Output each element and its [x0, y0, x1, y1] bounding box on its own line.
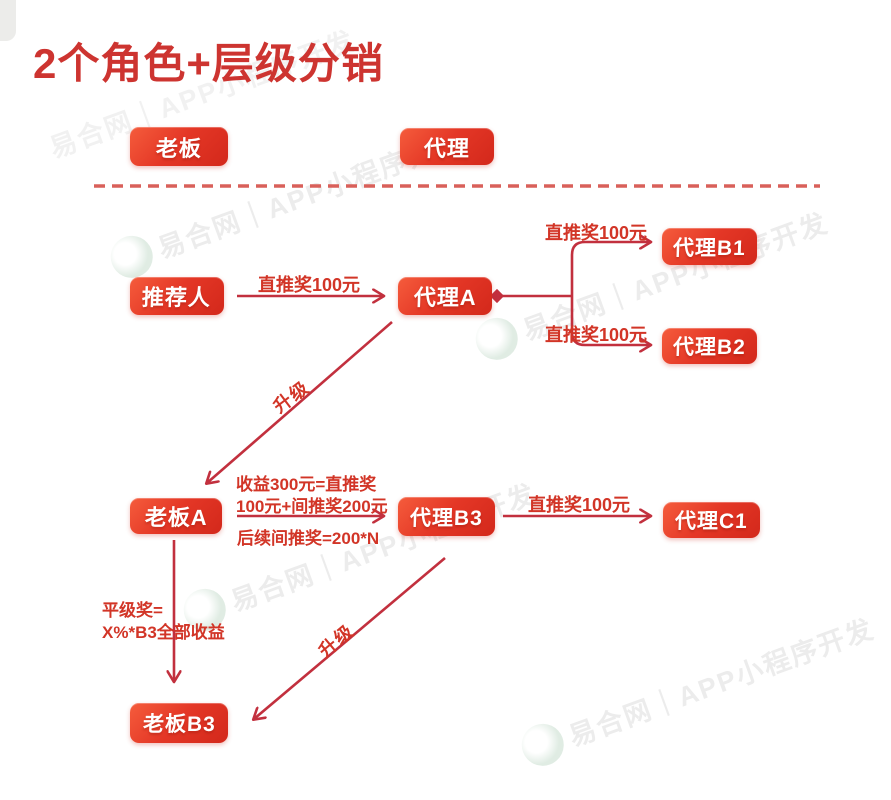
node-agent-b3: 代理B3 — [398, 497, 495, 536]
node-agent-c1: 代理C1 — [663, 502, 760, 538]
corner-artifact — [0, 0, 16, 41]
edge-label-direct-reward: 直推奖100元 — [528, 495, 631, 515]
node-label: 推荐人 — [141, 285, 212, 310]
edge-agent-b3-upgrade-to-boss-b3 — [254, 557, 446, 719]
node-label: 代理B1 — [672, 236, 747, 260]
legend-agent-label: 代理 — [423, 135, 471, 161]
legend-boss-label: 老板 — [155, 135, 203, 161]
node-label: 代理C1 — [674, 510, 749, 533]
node-agent-b2: 代理B2 — [662, 328, 757, 364]
edge-label-peer-reward-line1: 平级奖= — [102, 601, 163, 620]
node-boss-a: 老板A — [130, 498, 222, 534]
edge-label-peer-reward-line2: X%*B3全部收益 — [102, 623, 225, 642]
edge-label-direct-reward: 直推奖100元 — [545, 325, 648, 345]
node-referrer: 推荐人 — [130, 277, 224, 315]
legend-agent-badge: 代理 — [400, 128, 494, 165]
edge-agent-a-upgrade-to-boss-a — [207, 321, 393, 483]
legend-boss-badge: 老板 — [130, 127, 228, 166]
edge-label-direct-reward: 直推奖100元 — [258, 275, 361, 295]
edge-label-income-line2: 100元+间推奖200元 — [236, 497, 388, 516]
edge-label-income-line1: 收益300元=直推奖 — [236, 475, 377, 494]
page-title: 2个角色+层级分销 — [33, 40, 384, 87]
node-agent-a: 代理A — [398, 277, 492, 315]
branch-diamond-connector — [489, 288, 505, 304]
edge-agent-a-to-b1 — [570, 242, 650, 296]
node-boss-b3: 老板B3 — [130, 703, 228, 743]
edge-label-followup-reward: 后续间推奖=200*N — [237, 529, 380, 548]
edge-label-direct-reward: 直推奖100元 — [545, 223, 648, 243]
node-agent-b1: 代理B1 — [662, 228, 757, 265]
node-label: 老板B3 — [142, 713, 216, 736]
node-label: 代理B3 — [409, 506, 484, 530]
node-label: 老板A — [144, 505, 208, 530]
edge-agent-a-to-b2 — [570, 296, 650, 345]
node-label: 代理A — [413, 285, 477, 310]
node-label: 代理B2 — [672, 336, 747, 359]
